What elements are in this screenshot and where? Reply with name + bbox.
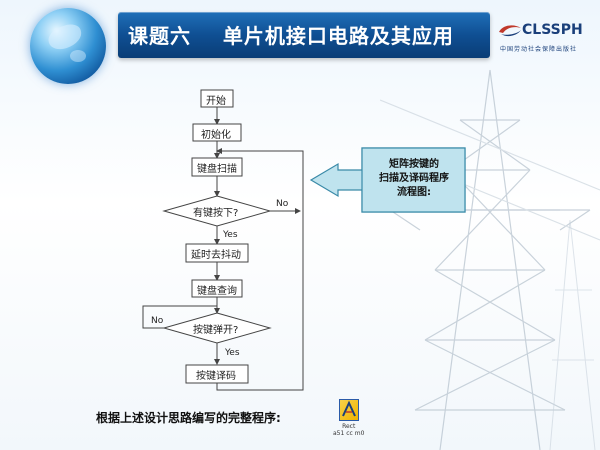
connector-loop-to-scan [216,148,304,391]
decision2-diamond [162,312,272,344]
start-label: 开始 [206,96,226,107]
publisher-name: 中国劳动社会保障出版社 [500,46,578,53]
delay-label: 延时去抖动 [191,250,241,261]
decision1-diamond [162,195,272,227]
decode-box [185,364,249,384]
decision2-label: 按键弹开? [193,325,239,336]
publisher-logo-text: CLSSPH [522,22,583,38]
delay-box [185,243,249,263]
program-file-icon[interactable] [339,399,359,421]
scan-box [191,157,243,177]
connector-decision2-no [142,305,217,329]
decode-label: 按键译码 [196,371,236,382]
file-name-line-1: Rect [342,423,356,430]
decision1-no-label: No [276,199,289,209]
init-label: 初始化 [201,130,231,141]
scan-label: 键盘扫描 [197,164,237,175]
decision1-label: 有键按下? [193,208,239,219]
publisher-logo-icon [499,25,521,37]
callout-line-1: 矩阵按键的 [389,159,439,170]
start-box [200,89,234,108]
power-pylon-background [380,69,600,450]
file-name-line-2: a51 cc m0 [333,430,365,437]
callout-text: 矩阵按键的 扫描及译码程序 流程图: [364,158,464,200]
globe-land-shape-small [70,50,86,62]
program-caption: 根据上述设计思路编写的完整程序: [96,411,281,425]
decision1-yes-label: Yes [223,230,238,240]
init-box [192,123,242,142]
callout-line-3: 流程图: [397,187,431,198]
file-glyph-icon [342,400,356,417]
slide-title: 课题六 单片机接口电路及其应用 [128,24,454,48]
query-label: 键盘查询 [197,286,237,297]
callout-box [361,147,466,213]
query-box [191,279,243,298]
decision2-yes-label: Yes [225,348,240,358]
callout-line-2: 扫描及译码程序 [379,173,449,184]
title-bar [118,12,490,58]
program-file-name[interactable]: Rect a51 cc m0 [333,423,364,437]
decision2-no-label: No [151,316,164,326]
